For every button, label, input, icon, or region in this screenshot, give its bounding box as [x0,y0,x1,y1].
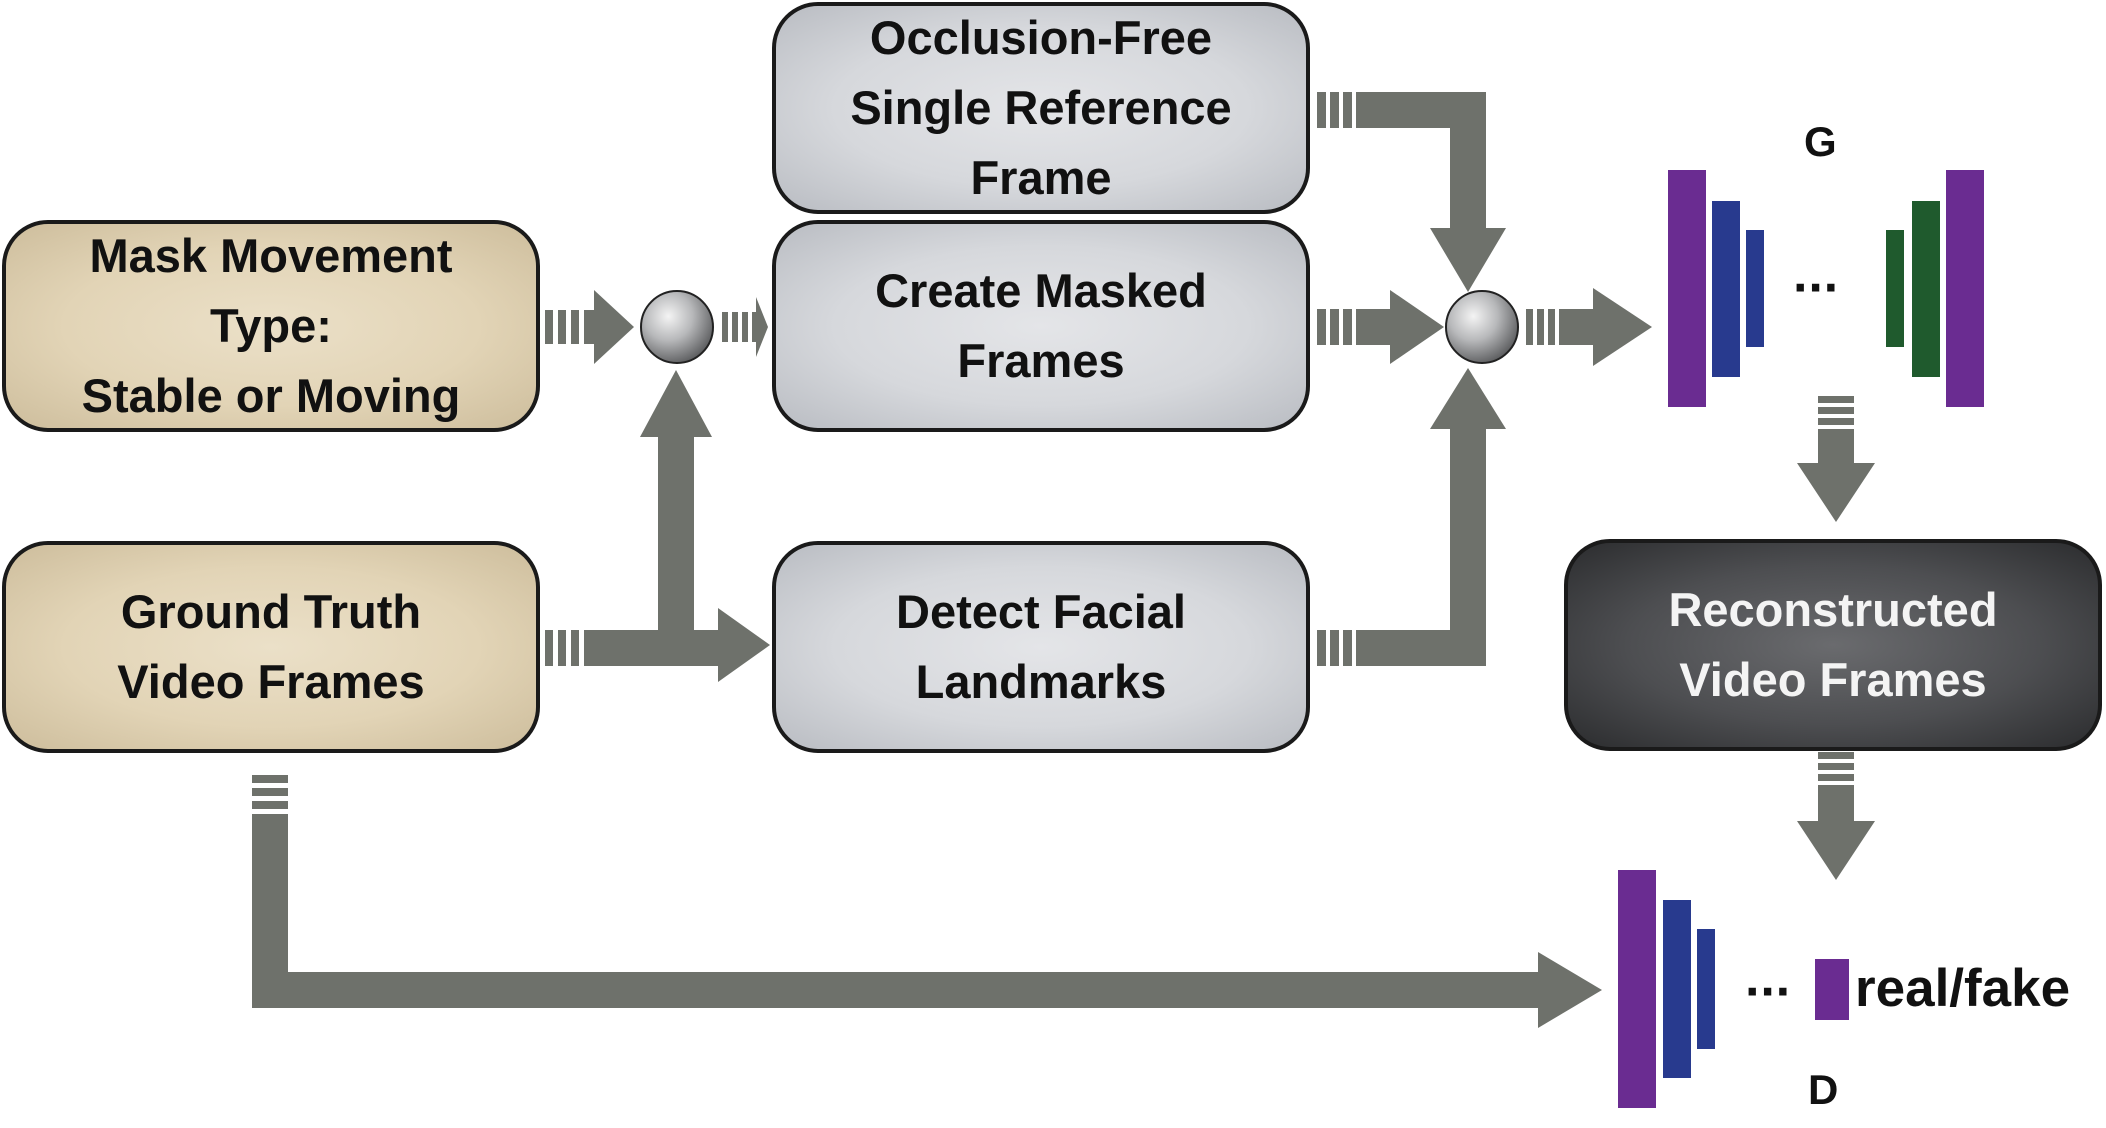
discriminator-output-unit [1815,959,1849,1020]
junction-node-1 [640,290,714,364]
arrow-reconstructed-to-discriminator [1797,752,1875,880]
arrow-groundtruth-to-landmarks [545,370,770,682]
discriminator-ellipsis: ··· [1745,963,1793,1021]
discriminator-layer-2 [1663,900,1691,1078]
generator-decoder-layer-2 [1912,201,1940,377]
detect-landmarks-box: Detect Facial Landmarks [772,541,1310,753]
generator-ellipsis: ··· [1793,259,1841,317]
arrow-groundtruth-to-discriminator [252,775,1602,1028]
mask-type-box: Mask Movement Type: Stable or Moving [2,220,540,432]
generator-decoder-layer-3 [1946,170,1984,407]
generator-encoder-layer-2 [1712,201,1740,377]
discriminator-label: D [1808,1066,1839,1113]
generator-encoder-layer-3 [1746,230,1764,347]
ground-truth-box: Ground Truth Video Frames [2,541,540,753]
discriminator-layer-1 [1618,870,1656,1108]
arrow-masked-to-junction [1317,290,1444,364]
generator-network [1668,170,1984,407]
discriminator-network [1618,870,1849,1108]
arrow-mask-to-junction [545,290,634,364]
arrow-reference-to-junction [1317,92,1506,292]
discriminator-output-label: real/fake [1855,959,2071,1018]
reconstructed-frames-box: Reconstructed Video Frames [1564,539,2102,751]
arrow-junction-to-masked [722,297,768,357]
junction-node-2 [1445,290,1519,364]
arrow-junction-to-generator [1526,288,1652,366]
reference-frame-box: Occlusion-Free Single Reference Frame [772,2,1310,214]
arrow-landmarks-to-junction [1317,368,1506,666]
arrow-generator-to-reconstructed [1797,396,1875,522]
discriminator-layer-3 [1697,929,1715,1049]
create-masked-frames-box: Create Masked Frames [772,220,1310,432]
generator-encoder-layer-1 [1668,170,1706,407]
generator-label: G [1804,118,1837,165]
generator-decoder-layer-1 [1886,230,1904,347]
